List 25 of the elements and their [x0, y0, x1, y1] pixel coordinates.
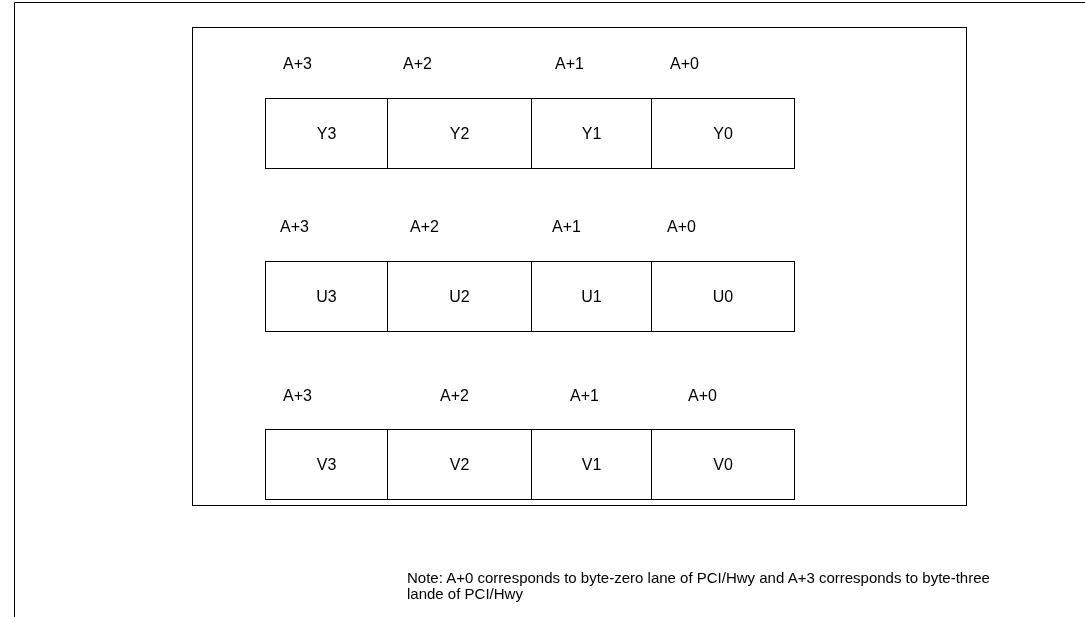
memory-cell: U2 — [387, 261, 532, 332]
memory-cell: U1 — [531, 261, 652, 332]
address-label: A+3 — [283, 387, 312, 405]
address-label: A+1 — [570, 387, 599, 405]
address-label: A+0 — [688, 387, 717, 405]
address-label: A+3 — [283, 55, 312, 73]
address-label: A+1 — [552, 218, 581, 236]
address-label: A+1 — [555, 55, 584, 73]
memory-cell: V0 — [651, 429, 795, 500]
address-label: A+0 — [670, 55, 699, 73]
memory-cell: U0 — [651, 261, 795, 332]
address-label: A+0 — [667, 218, 696, 236]
memory-cell: Y2 — [387, 98, 532, 169]
memory-cell: V1 — [531, 429, 652, 500]
memory-cell: Y3 — [265, 98, 388, 169]
note: Note: A+0 corresponds to byte-zero lane of PCI/Hwy and A+3 corresponds to byte-three lande of PCI/Hwy — [407, 570, 991, 602]
address-label: A+3 — [280, 218, 309, 236]
address-label: A+2 — [410, 218, 439, 236]
memory-cell: Y1 — [531, 98, 652, 169]
memory-cell: U3 — [265, 261, 388, 332]
address-label: A+2 — [440, 387, 469, 405]
memory-cell: V2 — [387, 429, 532, 500]
memory-cell: V3 — [265, 429, 388, 500]
memory-cell: Y0 — [651, 98, 795, 169]
address-label: A+2 — [403, 55, 432, 73]
